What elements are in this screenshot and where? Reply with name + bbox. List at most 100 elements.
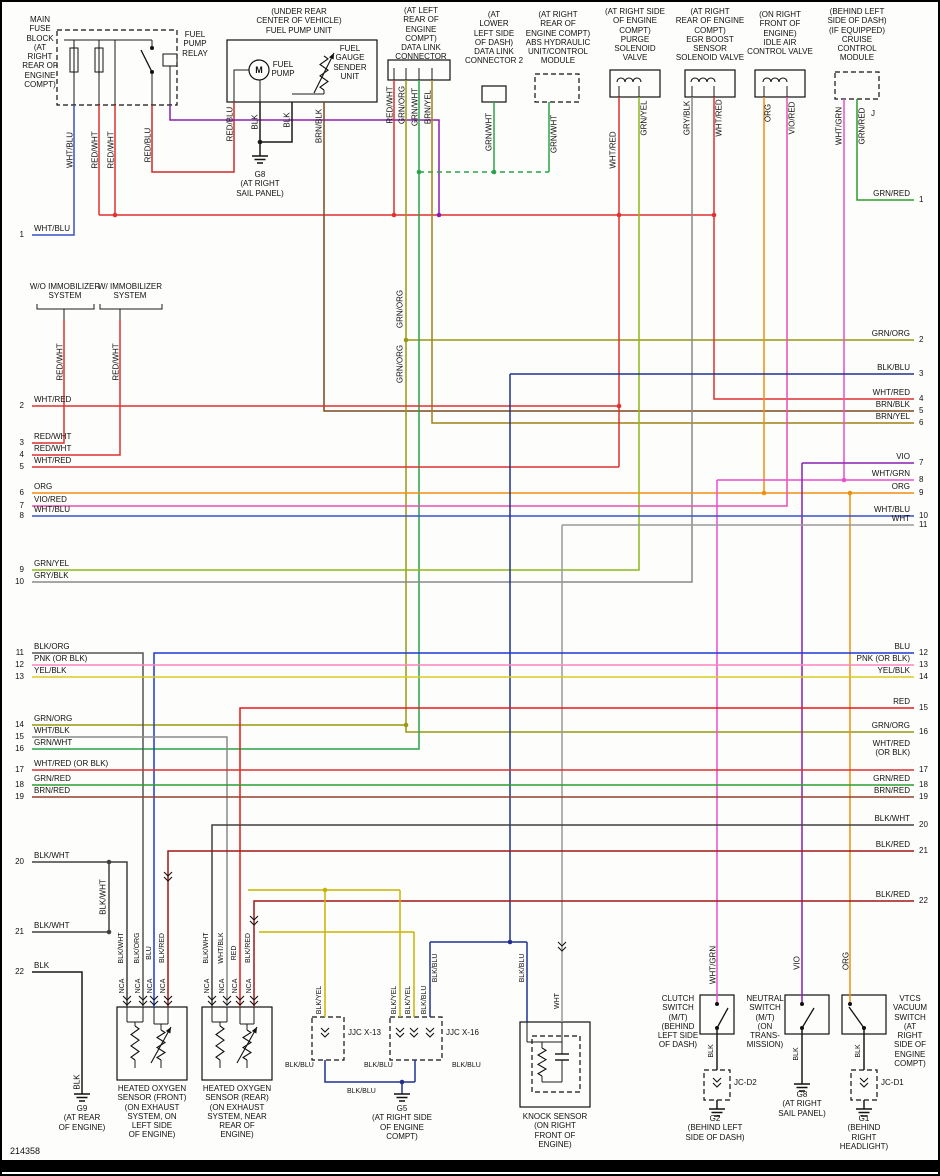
o2-front-caption: HEATED OXYGEN SENSOR (FRONT) (ON EXHAUST… (117, 1084, 187, 1140)
right-pin-1-label: GRN/RED (873, 189, 910, 198)
right-pin-16-label: GRN/ORG (871, 721, 910, 730)
wire-grn-yel (32, 97, 640, 571)
right-pin-10-label: WHT/BLU (874, 505, 910, 514)
cruise-module-caption: (BEHIND LEFT SIDE OF DASH) (IF EQUIPPED)… (827, 7, 887, 63)
junction-dot (403, 722, 409, 728)
iacv-caption: (ON RIGHT FRONT OF ENGINE) IDLE AIR CONT… (747, 10, 813, 57)
inline-connector-icon (395, 1032, 405, 1038)
junction-dot (416, 169, 422, 175)
wire-label: BLK/BLU (452, 1062, 481, 1069)
wire-label: RED/WHT (55, 343, 65, 381)
right-pin-13: 13 (919, 660, 928, 669)
wire-blk (36, 304, 95, 310)
fuel-pump-relay-caption: FUEL PUMP RELAY (182, 30, 208, 58)
right-pin-15-label: RED (893, 697, 910, 706)
wire-red (239, 707, 914, 1007)
left-pin-12-label: PNK (OR BLK) (34, 654, 88, 663)
wire-label: BLK/WHT (117, 932, 125, 964)
left-pin-2-label: WHT/RED (34, 395, 72, 404)
junction-dot (403, 337, 409, 343)
left-pin-11: 11 (15, 648, 24, 657)
jc-d1-label: JC-D1 (881, 1078, 904, 1087)
fuel-pump-unit (226, 39, 378, 103)
wire-label: BLK/WHT (98, 879, 108, 915)
wire-label: BLK/BLU (420, 985, 428, 1015)
right-pin-17: 17 (919, 765, 928, 774)
right-pin-5-label: BRN/BLK (875, 400, 910, 409)
inline-connector-icon (235, 1000, 245, 1006)
wire-label: NCA (134, 978, 142, 994)
wire-label: BLU (145, 946, 153, 960)
wire-label: BLK (792, 1047, 800, 1061)
switch-icon (715, 1002, 719, 1006)
knock-sensor-shield (531, 1035, 581, 1093)
left-pin-14-label: GRN/ORG (34, 714, 73, 723)
wire-red-wht (32, 320, 65, 444)
inline-connector-icon (320, 1027, 330, 1033)
resistor-icon (130, 1025, 140, 1061)
left-pin-15-label: WHT/BLK (34, 726, 70, 735)
inline-connector-icon (249, 995, 259, 1001)
right-pin-22: 22 (919, 896, 928, 905)
junction-dot (616, 403, 622, 409)
o2-sensor-rear (201, 1006, 273, 1081)
arrow-icon (251, 1027, 257, 1034)
arrow-icon (328, 53, 334, 60)
left-pin-8-label: WHT/BLU (34, 505, 70, 514)
wire-label: GRN/WHT (484, 112, 494, 152)
wire-label: BLK/BLU (431, 953, 439, 983)
junction-dot (399, 1079, 405, 1085)
right-pin-21: 21 (919, 846, 928, 855)
inline-connector-icon (409, 1032, 419, 1038)
right-pin-1: 1 (919, 195, 924, 204)
wire-red-wht (32, 320, 121, 456)
g2-caption: G2 (BEHIND LEFT SIDE OF DASH) (685, 1114, 745, 1142)
clutch-switch-caption: CLUTCH SWITCH (M/T) (BEHIND LEFT SIDE OF… (657, 994, 699, 1050)
wire-blu (153, 652, 914, 1007)
left-pin-13-label: YEL/BLK (34, 666, 67, 675)
wire-label: BLK/YEL (390, 985, 398, 1015)
inline-connector-icon (557, 946, 567, 952)
right-pin-6: 6 (919, 418, 924, 427)
wire-label: WHT/RED (714, 99, 724, 137)
wire-label: BRN/BLK (314, 108, 324, 144)
right-pin-22-label: BLK/RED (875, 890, 910, 899)
wire-label: BLK (282, 112, 292, 128)
o2-sensor-front (116, 1006, 188, 1081)
junction-dot (112, 212, 118, 218)
right-pin-11-label: WHT (891, 514, 910, 523)
inline-connector-icon (163, 871, 173, 877)
left-pin-21-label: BLK/WHT (34, 921, 70, 930)
abs-hydraulic-unit (534, 73, 580, 103)
resistor-icon (215, 1025, 225, 1061)
wire-grn-red (856, 99, 914, 201)
left-pin-1: 1 (19, 230, 24, 239)
left-pin-20-label: BLK/WHT (34, 851, 70, 860)
left-pin-5: 5 (19, 462, 24, 471)
wire-blk-wht (32, 861, 128, 1007)
wire-label: GRN/YEL (639, 100, 649, 136)
right-pin-7: 7 (919, 458, 924, 467)
wire-label: NCA (146, 978, 154, 994)
wire-label: GRN/ORG (395, 289, 405, 329)
main-fuse-block (56, 29, 178, 106)
left-pin-9: 9 (19, 565, 24, 574)
wire-label: ORG (841, 951, 851, 971)
junction-dot (106, 859, 112, 865)
wire-red-blu (151, 102, 235, 173)
g5-caption: G5 (AT RIGHT SIDE OF ENGINE COMPT) (371, 1104, 433, 1141)
right-pin-7-label: VIO (896, 452, 910, 461)
g9-caption: G9 (AT REAR OF ENGINE) (58, 1104, 106, 1132)
purge-solenoid-valve (609, 69, 661, 98)
wire-label: BLK/RED (158, 933, 166, 963)
inline-connector-icon (712, 1082, 722, 1088)
left-pin-1-label: WHT/BLU (34, 224, 70, 233)
jc-d2-label: JC-D2 (734, 1078, 757, 1087)
right-pin-9-label: ORG (891, 482, 910, 491)
fuel-pump-unit-caption: (UNDER REAR CENTER OF VEHICLE) FUEL PUMP… (256, 7, 342, 35)
left-pin-10: 10 (15, 577, 24, 586)
inline-connector-icon (557, 941, 567, 947)
wire-label: RED/WHT (111, 343, 121, 381)
w-immobilizer-caption: W/ IMMOBILIZER SYSTEM (98, 282, 162, 301)
